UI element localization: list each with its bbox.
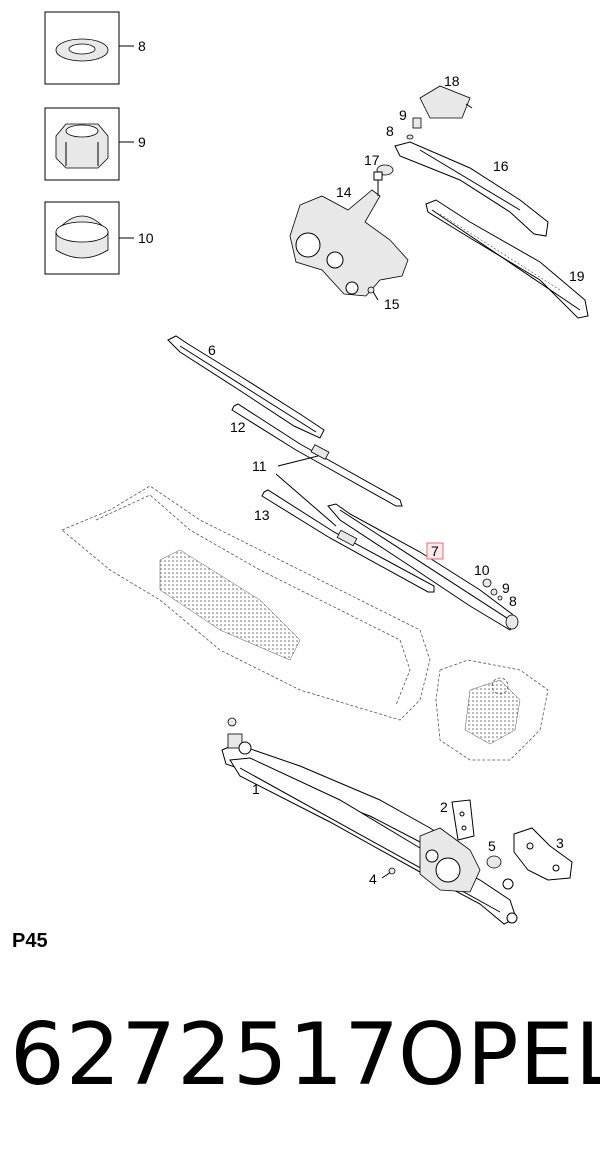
callout-7-highlight: [426, 542, 444, 560]
part-number: 6272517: [10, 1005, 401, 1105]
callout-7: 7: [431, 543, 439, 559]
callout-9: 9: [502, 580, 510, 596]
callout-9: 9: [138, 134, 146, 150]
brand-name: OPEL: [398, 1005, 600, 1105]
callout-10: 10: [474, 562, 490, 578]
callout-8: 8: [138, 38, 146, 54]
callout-18: 18: [444, 73, 460, 89]
callout-5: 5: [488, 838, 496, 854]
legend-box-nut: [44, 107, 134, 181]
motor-bolt: [388, 867, 396, 875]
cowl-panel: [61, 485, 549, 761]
rear-nut: [412, 117, 422, 129]
callout-8: 8: [509, 593, 517, 609]
callout-labels: 8 9 10 18 9 8 16 17 14 19 15 6 12 11 13 …: [138, 38, 585, 887]
bracket-large: [513, 827, 573, 881]
callout-16: 16: [493, 158, 509, 174]
diagram-code: P45: [12, 930, 48, 952]
right-arm-cap: [482, 578, 492, 588]
callout-1: 1: [252, 781, 260, 797]
callout-15: 15: [384, 296, 400, 312]
callout-10: 10: [138, 230, 154, 246]
legend-box-cap: [44, 201, 134, 275]
linkage-group: [221, 717, 573, 925]
rear-wiper-arm: [394, 141, 549, 237]
callout-3: 3: [556, 835, 564, 851]
callout-17: 17: [364, 152, 380, 168]
legend-box-washer: [44, 11, 134, 85]
right-arm-washer: [497, 595, 503, 601]
callout-12: 12: [230, 419, 246, 435]
callout-11: 11: [252, 458, 267, 474]
rear-wiper-motor: [289, 189, 409, 297]
motor-nut: [486, 855, 502, 869]
callout-2: 2: [440, 799, 448, 815]
callout-13: 13: [254, 507, 270, 523]
callout-14: 14: [336, 184, 352, 200]
rear-arm-cover: [419, 85, 471, 119]
parts-diagram: 8 9 10 18 9 8 16 17 14 19 15 6 12 11 13 …: [44, 11, 589, 925]
rear-washer: [406, 134, 414, 140]
callout-19: 19: [569, 268, 585, 284]
front-wiper-group: [167, 335, 519, 631]
callout-9: 9: [399, 107, 407, 123]
callout-8: 8: [386, 123, 394, 139]
callout-4: 4: [369, 871, 377, 887]
rear-wiper-group: [289, 85, 589, 319]
bracket-small: [451, 799, 475, 841]
callout-6: 6: [208, 342, 216, 358]
rear-wiper-blade: [425, 199, 589, 319]
right-arm-nut: [490, 588, 498, 596]
